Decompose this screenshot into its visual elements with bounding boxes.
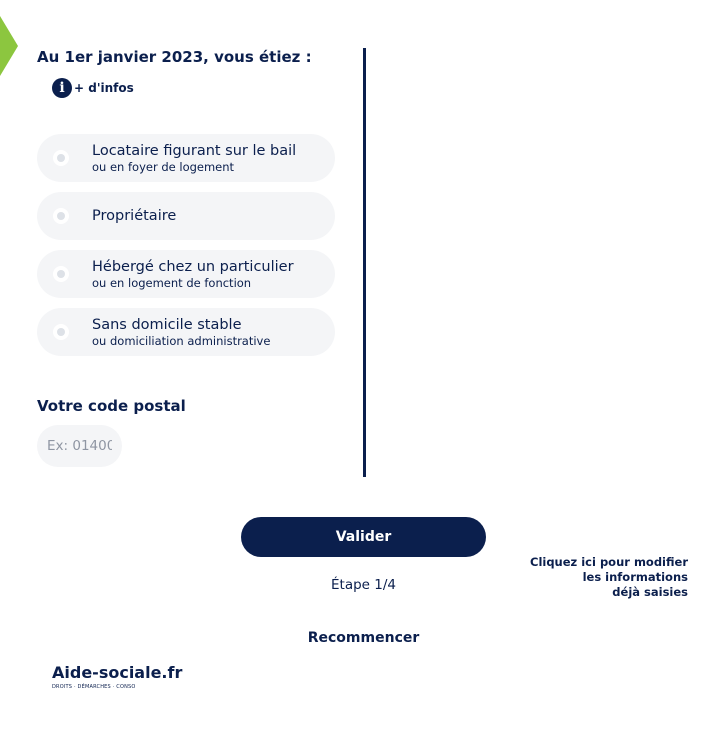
restart-link[interactable]: Recommencer — [307, 630, 420, 646]
option-label: Locataire figurant sur le bail — [92, 142, 297, 159]
radio-button[interactable] — [53, 208, 69, 224]
site-logo[interactable]: Aide-sociale.fr DROITS · DÉMARCHES · CON… — [52, 663, 182, 691]
option-label: Sans domicile stable — [92, 316, 242, 333]
logo-tagline: DROITS · DÉMARCHES · CONSO — [52, 684, 136, 690]
postal-code-label: Votre code postal — [37, 397, 186, 415]
option-heberge[interactable]: Hébergé chez un particulier ou en logeme… — [37, 250, 335, 298]
info-icon: i — [52, 78, 72, 98]
radio-button[interactable] — [53, 266, 69, 282]
option-proprietaire[interactable]: Propriétaire — [37, 192, 335, 240]
option-label: Propriétaire — [92, 207, 177, 224]
vertical-divider — [363, 48, 366, 477]
step-indicator: Étape 1/4 — [331, 577, 396, 593]
radio-button[interactable] — [53, 150, 69, 166]
option-locataire[interactable]: Locataire figurant sur le bail ou en foy… — [37, 134, 335, 182]
question-title: Au 1er janvier 2023, vous étiez : — [37, 48, 312, 66]
option-sublabel: ou en foyer de logement — [92, 159, 235, 174]
postal-code-input[interactable] — [37, 425, 122, 467]
radio-button[interactable] — [53, 324, 69, 340]
more-info-label: + d'infos — [74, 81, 134, 95]
more-info-link[interactable]: i + d'infos — [52, 78, 134, 98]
option-sublabel: ou domiciliation administrative — [92, 333, 271, 348]
option-sans-domicile[interactable]: Sans domicile stable ou domiciliation ad… — [37, 308, 335, 356]
modify-info-link[interactable]: Cliquez ici pour modifier les informatio… — [530, 555, 688, 599]
option-sublabel: ou en logement de fonction — [92, 275, 252, 290]
logo-name: Aide-sociale.fr — [52, 663, 183, 682]
green-arrow-decoration — [0, 16, 18, 76]
option-label: Hébergé chez un particulier — [92, 258, 294, 275]
validate-button[interactable]: Valider — [241, 517, 486, 557]
